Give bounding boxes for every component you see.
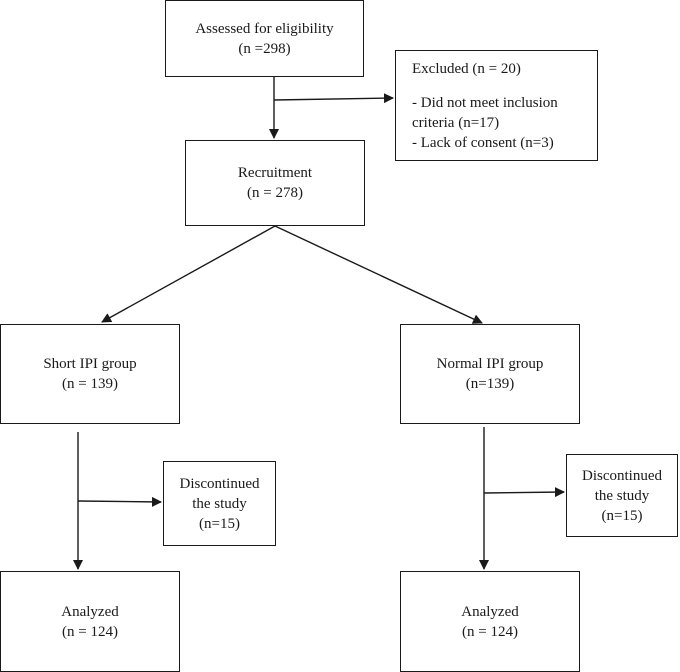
short-analyzed-count: (n = 124) [62, 623, 118, 640]
normal-discontinued-box: Discontinued the study (n=15) [566, 454, 678, 537]
short-discontinued-count: (n=15) [199, 515, 240, 532]
excluded-reason-1-line-1: - Did not meet inclusion [412, 95, 558, 111]
assessed-box: Assessed for eligibility (n =298) [165, 0, 364, 77]
short-discontinued-line-1: Discontinued [179, 475, 260, 492]
recruitment-title: Recruitment [237, 165, 313, 181]
arrow-recruitment-to-short-group [101, 225, 276, 323]
normal-analyzed-count: (n = 124) [462, 623, 518, 640]
normal-analyzed-box: Analyzed (n = 124) [400, 571, 580, 672]
arrow-short-to-discontinued [77, 496, 162, 507]
excluded-reason-1-line-2: criteria (n=17) [412, 115, 500, 131]
arrow-to-excluded [273, 93, 394, 104]
short-group-box: Short IPI group (n = 139) [0, 324, 180, 424]
normal-analyzed-title: Analyzed [461, 603, 519, 620]
excluded-box: Excluded (n = 20) - Did not meet inclusi… [395, 50, 598, 161]
short-group-title: Short IPI group [43, 356, 137, 372]
normal-discontinued-line-1: Discontinued [582, 467, 662, 484]
short-analyzed-box: Analyzed (n = 124) [0, 571, 180, 672]
normal-group-count: (n=139) [465, 376, 515, 392]
short-discontinued-line-2: the study [192, 495, 247, 512]
recruitment-box: Recruitment (n = 278) [185, 140, 365, 226]
normal-group-title: Normal IPI group [436, 356, 544, 372]
normal-discontinued-line-2: the study [594, 487, 650, 504]
assessed-title: Assessed for eligibility [195, 20, 334, 37]
excluded-reason-2: - Lack of consent (n=3) [412, 135, 554, 151]
arrow-recruitment-to-normal-group [274, 225, 483, 324]
excluded-title: Excluded (n = 20) [412, 61, 521, 77]
short-group-count: (n = 139) [62, 376, 118, 392]
recruitment-count: (n = 278) [247, 185, 303, 201]
assessed-count: (n =298) [238, 40, 291, 57]
normal-group-box: Normal IPI group (n=139) [400, 324, 580, 424]
normal-discontinued-count: (n=15) [601, 507, 643, 524]
arrow-normal-to-discontinued [483, 487, 565, 498]
short-analyzed-title: Analyzed [61, 603, 119, 620]
short-discontinued-box: Discontinued the study (n=15) [163, 461, 276, 546]
